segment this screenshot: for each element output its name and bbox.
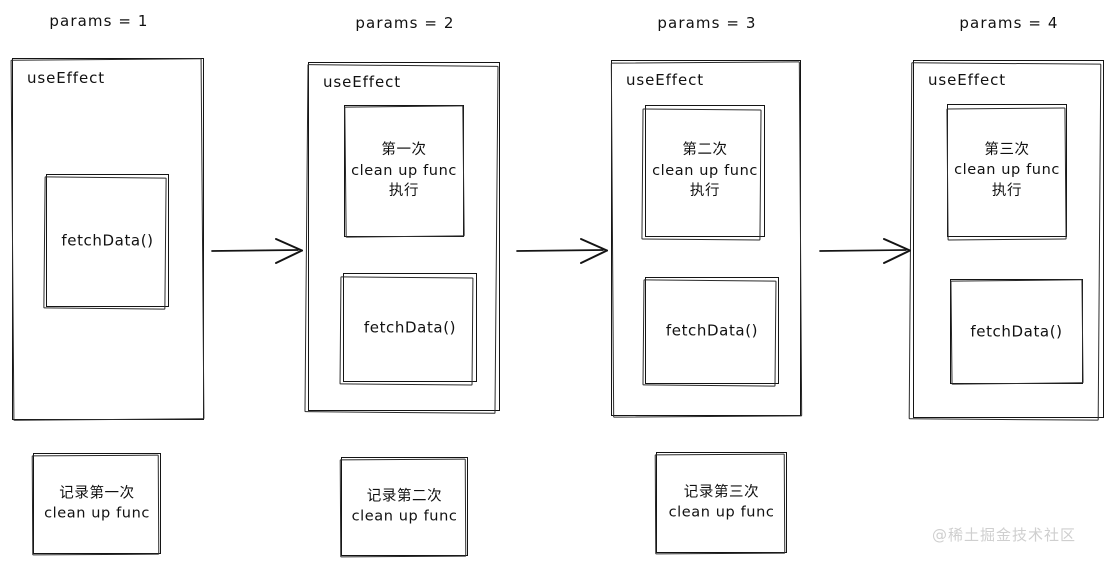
record-box-1: 记录第一次 clean up func	[33, 453, 161, 554]
cleanup-label-2: 第一次 clean up func 执行	[351, 142, 457, 200]
arrow-2-to-3	[515, 232, 615, 268]
arrow-1-to-2	[210, 232, 310, 268]
useeffect-label-3: useEffect	[626, 71, 705, 89]
fetchdata-box-2: fetchData()	[343, 273, 477, 382]
useeffect-label-4: useEffect	[928, 71, 1007, 89]
params-label-4: params = 4	[959, 14, 1059, 32]
watermark: @稀土掘金技术社区	[932, 526, 1077, 544]
record-box-2: 记录第二次 clean up func	[341, 457, 468, 556]
fetchdata-box-1: fetchData()	[46, 174, 169, 307]
params-label-2: params = 2	[355, 14, 455, 32]
fetchdata-box-3: fetchData()	[645, 277, 779, 384]
record-label-3: 记录第三次 clean up func	[668, 483, 775, 521]
useeffect-label-2: useEffect	[323, 73, 402, 91]
cleanup-box-2: 第一次 clean up func 执行	[344, 105, 464, 237]
useeffect-label-1: useEffect	[27, 69, 106, 87]
fetchdata-label-2: fetchData()	[363, 317, 457, 336]
cleanup-label-3: 第二次 clean up func 执行	[652, 142, 758, 200]
fetchdata-label-4: fetchData()	[970, 321, 1063, 340]
fetchdata-box-4: fetchData()	[950, 279, 1083, 384]
record-label-1: 记录第一次 clean up func	[44, 484, 150, 522]
record-label-2: 记录第二次 clean up func	[351, 487, 458, 525]
arrow-3-to-4	[818, 232, 918, 268]
record-box-3: 记录第三次 clean up func	[656, 452, 787, 553]
params-label-3: params = 3	[657, 14, 757, 32]
cleanup-box-3: 第二次 clean up func 执行	[645, 105, 765, 237]
cleanup-box-4: 第三次 clean up func 执行	[947, 104, 1067, 237]
params-label-1: params = 1	[49, 12, 149, 30]
cleanup-label-4: 第三次 clean up func 执行	[954, 141, 1060, 199]
fetchdata-label-3: fetchData()	[665, 320, 759, 339]
fetchdata-label-1: fetchData()	[61, 230, 154, 249]
